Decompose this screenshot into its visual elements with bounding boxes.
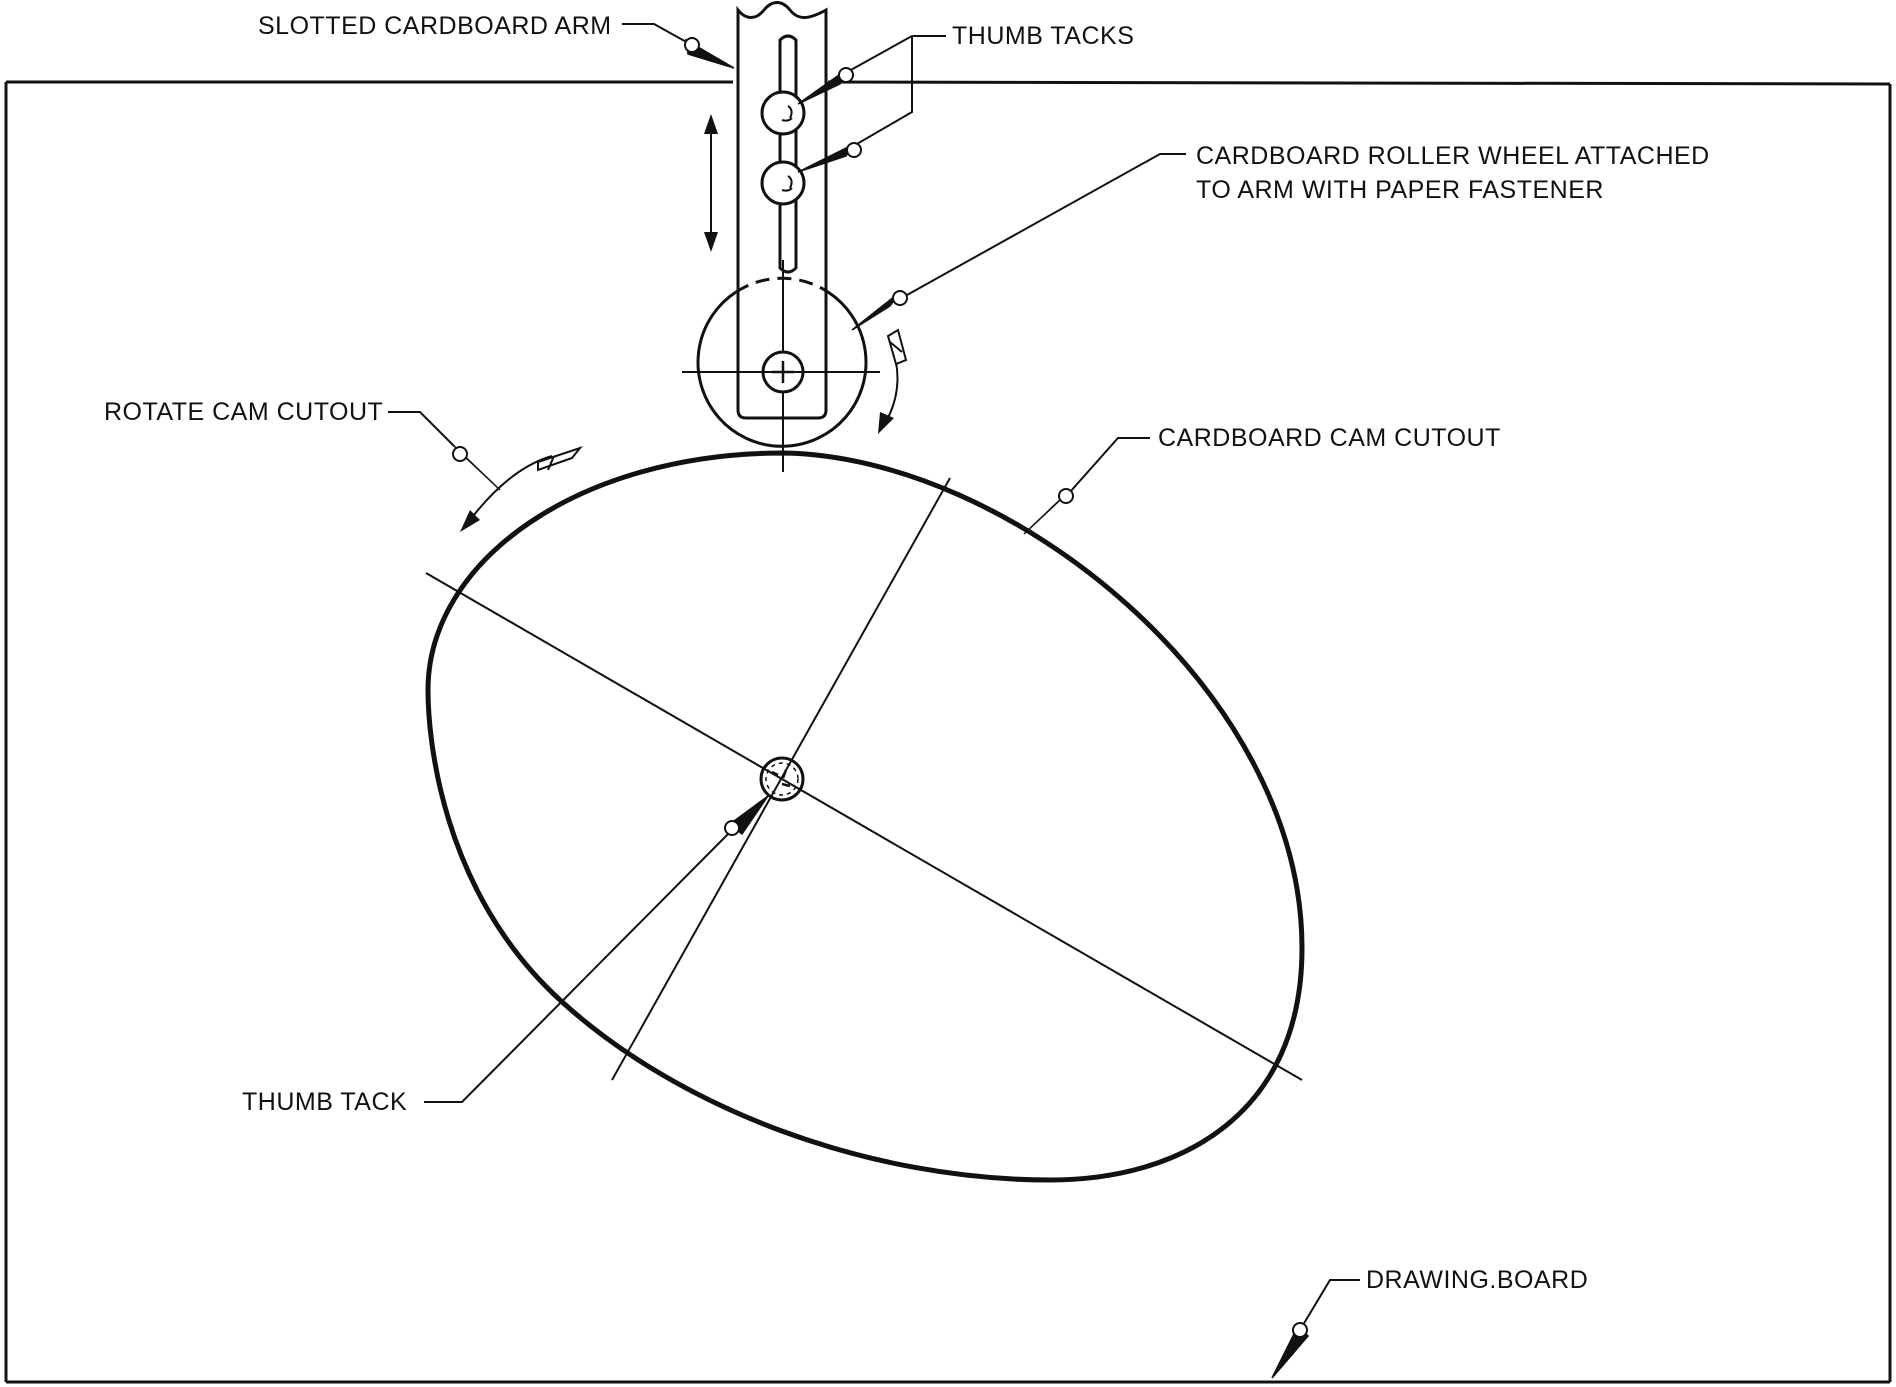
leader-thumb-tack (424, 795, 769, 1103)
roller-wheel (682, 260, 880, 472)
cam-cutout (425, 450, 1305, 1183)
label-drawing-board: DRAWING.BOARD (1366, 1266, 1588, 1294)
label-rotate-cam: ROTATE CAM CUTOUT (104, 398, 383, 426)
arm-thumb-tack-2 (760, 160, 806, 206)
vertical-motion-arrow (704, 114, 718, 252)
roller-rotation-arrow (878, 328, 908, 434)
label-roller-wheel-line2: TO ARM WITH PAPER FASTENER (1196, 176, 1604, 204)
cam-rotation-arrow (460, 445, 583, 532)
leader-roller-wheel (851, 153, 1186, 331)
leader-drawing-board (1271, 1279, 1360, 1379)
center-thumb-tack (759, 756, 805, 802)
label-slotted-arm: SLOTTED CARDBOARD ARM (258, 12, 612, 40)
arm-thumb-tack-1 (760, 90, 806, 136)
label-thumb-tacks: THUMB TACKS (952, 22, 1134, 50)
leader-rotate-cam (388, 411, 501, 491)
leader-slotted-arm (622, 23, 735, 69)
leader-cam-cutout (1023, 437, 1150, 535)
leader-thumb-tacks (797, 35, 946, 173)
cam-center-lines (425, 477, 1303, 1081)
drawing-board (4, 80, 1892, 1384)
label-roller-wheel-line1: CARDBOARD ROLLER WHEEL ATTACHED (1196, 142, 1710, 170)
label-thumb-tack: THUMB TACK (242, 1088, 407, 1116)
label-cam-cutout: CARDBOARD CAM CUTOUT (1158, 424, 1501, 452)
